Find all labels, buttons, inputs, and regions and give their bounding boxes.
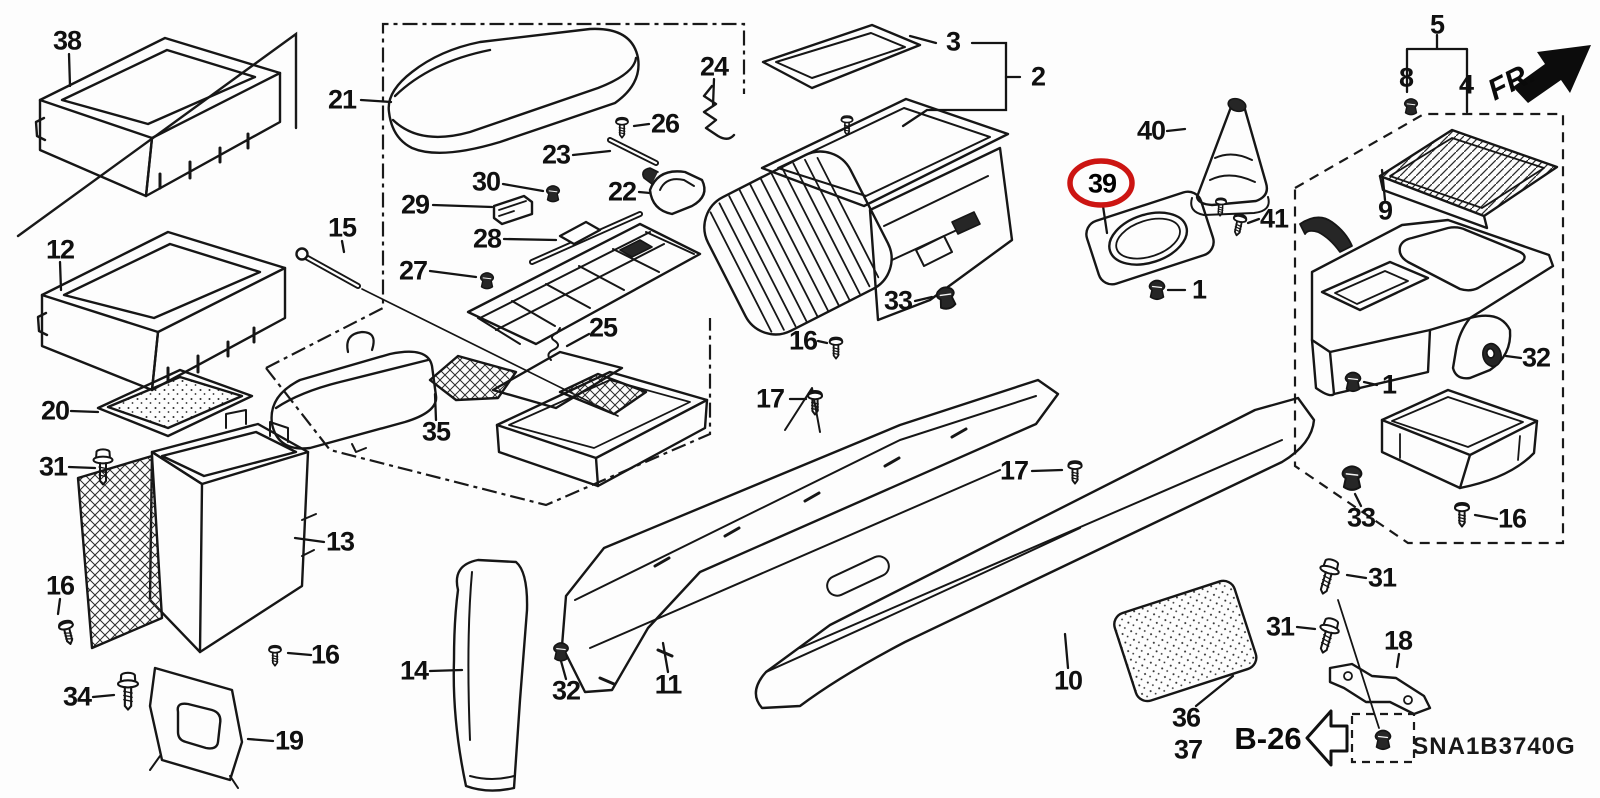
part-label-34[interactable]: 34 (62, 681, 92, 712)
b26-reference-label[interactable]: B-26 (1234, 721, 1302, 756)
drawing-code-label: SNA1B3740G (1412, 733, 1576, 760)
part-label-18[interactable]: 18 (1383, 625, 1413, 656)
part-22-hinge-drawing (642, 167, 706, 216)
part-12-tray-drawing (36, 230, 287, 392)
part-label-16[interactable]: 16 (310, 639, 340, 670)
part-label-40[interactable]: 40 (1136, 115, 1166, 146)
part-label-16[interactable]: 16 (45, 570, 75, 601)
part-10-side-panel-drawing (754, 396, 1316, 710)
part-label-25[interactable]: 25 (588, 312, 618, 343)
part-label-12[interactable]: 12 (45, 234, 75, 265)
part-label-20[interactable]: 20 (40, 395, 70, 426)
part-label-14[interactable]: 14 (399, 655, 429, 686)
fr-direction-arrow (1513, 45, 1591, 103)
assembly-boundary-armrest (265, 22, 746, 507)
part-14-side-cover-drawing (452, 558, 529, 792)
part-label-27[interactable]: 27 (398, 255, 428, 286)
part-label-31[interactable]: 31 (1265, 611, 1295, 642)
rear-lid-handle-drawing (1299, 216, 1353, 253)
part-label-13[interactable]: 13 (325, 526, 355, 557)
part-label-29[interactable]: 29 (400, 189, 430, 220)
part-15-hinge-pin-drawing (295, 247, 361, 289)
part-11-side-panel-drawing (560, 378, 1060, 694)
part-label-38[interactable]: 38 (52, 25, 82, 56)
part-3-sliding-lid-drawing (761, 23, 922, 90)
part-20-mat-drawing (96, 368, 254, 438)
part-13-console-box-drawing (76, 409, 317, 654)
part-label-3[interactable]: 3 (945, 26, 961, 57)
part-24-spring-drawing (702, 84, 736, 140)
part-label-22[interactable]: 22 (607, 176, 637, 207)
part-label-23[interactable]: 23 (541, 139, 571, 170)
part-label-31[interactable]: 31 (38, 451, 68, 482)
part-21-armrest-lid-drawing (387, 27, 640, 154)
part-label-32[interactable]: 32 (1521, 342, 1551, 373)
part-label-36[interactable]: 36 (1171, 702, 1201, 733)
part-label-33[interactable]: 33 (883, 285, 913, 316)
part-label-26[interactable]: 26 (650, 108, 680, 139)
part-label-24[interactable]: 24 (699, 51, 729, 82)
part-23-rod-drawing (607, 137, 659, 166)
part-label-30[interactable]: 30 (471, 166, 501, 197)
b26-reference-arrow[interactable] (1305, 709, 1349, 767)
part-label-33[interactable]: 33 (1346, 502, 1376, 533)
part-label-11[interactable]: 11 (654, 669, 683, 700)
part-label-28[interactable]: 28 (472, 223, 502, 254)
part-label-35[interactable]: 35 (421, 416, 451, 447)
part-label-9[interactable]: 9 (1377, 195, 1393, 226)
part-label-21[interactable]: 21 (327, 84, 357, 115)
part-label-10[interactable]: 10 (1053, 665, 1083, 696)
part-9-rear-lid-drawing (1378, 128, 1559, 230)
part-2-cupholder-drawing (703, 97, 1014, 336)
part-label-16[interactable]: 16 (1497, 503, 1527, 534)
part-label-1[interactable]: 1 (1191, 274, 1207, 305)
part-19-bracket-drawing (148, 666, 244, 789)
part-rear-console-body-drawing (1310, 218, 1555, 397)
part-label-41[interactable]: 41 (1259, 203, 1289, 234)
part-label-8[interactable]: 8 (1398, 62, 1414, 93)
part-label-17[interactable]: 17 (999, 455, 1029, 486)
assembly-boundary-rear-console (1293, 112, 1565, 545)
part-label-2[interactable]: 2 (1030, 61, 1046, 92)
part-rear-pocket-drawing (1380, 388, 1539, 490)
part-39-boot-trim-ring-drawing (1085, 190, 1215, 286)
part-label-15[interactable]: 15 (327, 212, 357, 243)
part-label-32[interactable]: 32 (551, 675, 581, 706)
part-label-39[interactable]: 39 (1087, 168, 1117, 199)
part-29-latch-drawing (492, 194, 534, 226)
b26-dashed-box (1350, 712, 1416, 764)
part-label-31[interactable]: 31 (1367, 562, 1397, 593)
part-label-37[interactable]: 37 (1173, 734, 1203, 765)
part-label-4[interactable]: 4 (1458, 69, 1474, 100)
divider-lines (16, 31, 298, 238)
part-label-1[interactable]: 1 (1381, 369, 1397, 400)
part-label-5[interactable]: 5 (1429, 9, 1445, 40)
part-25-tray-drawing (491, 327, 709, 488)
part-label-17[interactable]: 17 (755, 383, 785, 414)
part-18-bracket-drawing (1328, 662, 1432, 716)
part-label-16[interactable]: 16 (788, 325, 818, 356)
highlight-ring (1067, 158, 1135, 208)
part-38-tray-drawing (34, 36, 282, 198)
part-label-19[interactable]: 19 (274, 725, 304, 756)
part-36-37-insulator-drawing (1113, 579, 1258, 703)
part-slide-frame-drawing (466, 220, 702, 346)
